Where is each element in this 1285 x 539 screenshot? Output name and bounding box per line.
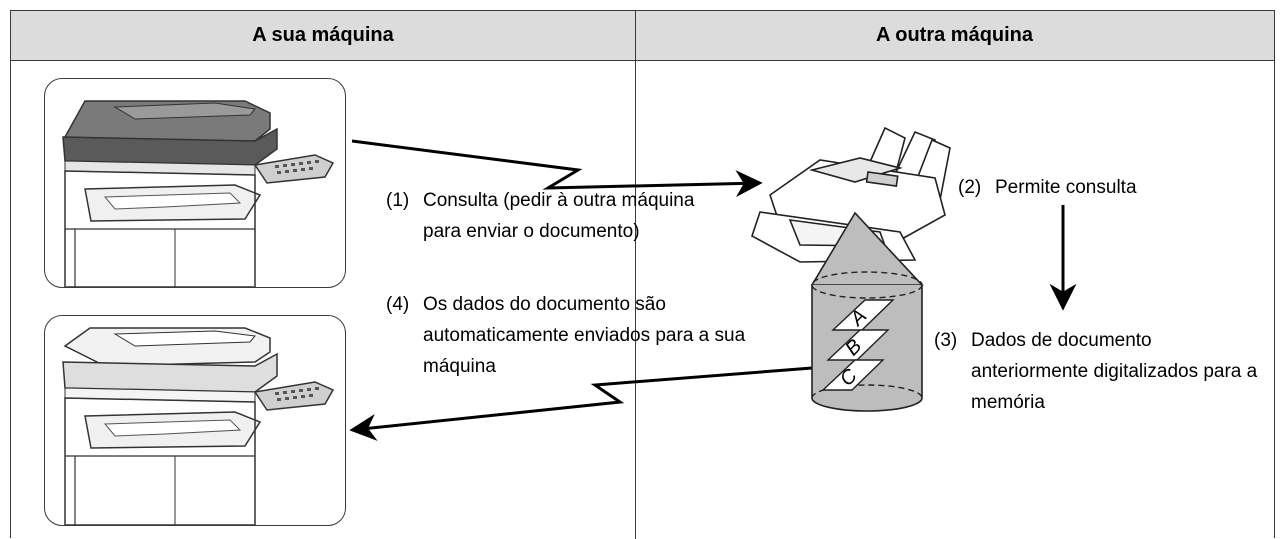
your-machine-box-top: [44, 78, 346, 288]
step-2-label: (2) Permite consulta: [958, 177, 1137, 198]
multifunction-printer-icon: [62, 100, 335, 287]
fax-machine-icon: [751, 126, 951, 263]
data-transfer-arrow: [349, 366, 813, 441]
multifunction-printer-icon: [62, 327, 335, 525]
step-1-label: (1) Consulta (pedir à outra máquina para…: [386, 190, 695, 242]
table-header: A sua máquina A outra máquina: [11, 11, 1274, 61]
header-your-machine: A sua máquina: [252, 24, 394, 46]
diagram-frame: A sua máquina A outra máquina: [10, 10, 1275, 539]
your-machine-box-bottom: [44, 315, 346, 526]
header-other-machine: A outra máquina: [875, 24, 1034, 46]
step-4-label: (4) Os dados do documento são automatica…: [386, 294, 746, 377]
step-3-label: (3) Dados de documento anteriormente dig…: [934, 330, 1258, 413]
column-divider: [635, 11, 636, 539]
polling-request-arrow: [351, 139, 763, 198]
memory-cylinder-icon: A B C: [810, 211, 924, 412]
